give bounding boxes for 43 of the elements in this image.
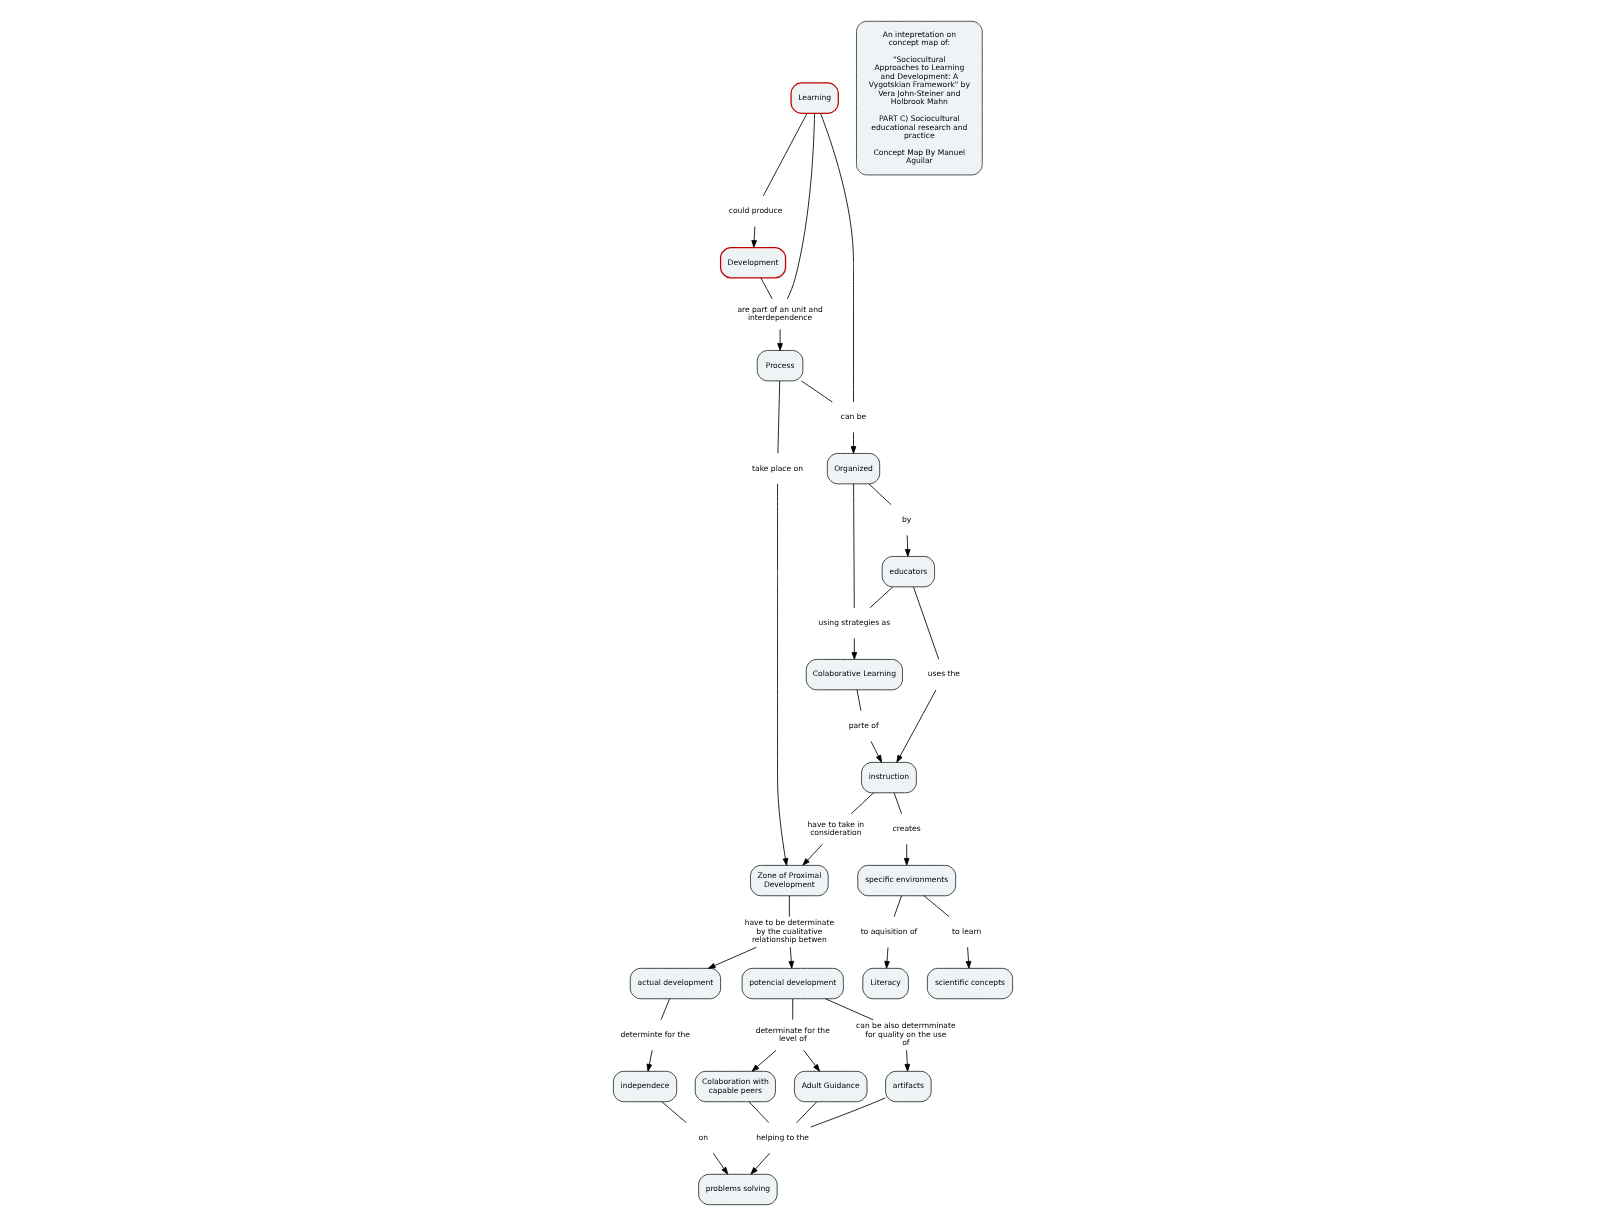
connector [868,586,893,609]
arrow [802,1049,820,1072]
arrow [895,689,936,763]
arrow [749,1152,770,1175]
connector [791,998,793,1021]
connector [787,895,789,918]
arrow [850,637,857,660]
arrow [750,226,756,248]
connector [660,1101,686,1124]
arrow [776,329,782,351]
arrow [902,843,909,866]
arrow [903,1049,910,1072]
arrow [711,1152,728,1175]
connector [849,792,873,815]
arrow [849,432,856,454]
connector [922,895,949,918]
connector [852,483,854,609]
connector [786,112,814,300]
arrow [903,535,910,557]
connector [855,689,861,712]
connector [747,1101,769,1124]
arrow [645,1049,652,1072]
arrow [964,946,971,969]
connector [809,1097,885,1128]
connector [799,380,832,403]
arrow [869,740,881,763]
connector [824,998,873,1021]
arrow [787,946,794,969]
connector [867,483,891,506]
connector [761,113,807,197]
connector [759,277,772,300]
arrow [750,1049,776,1072]
arrow [801,843,822,866]
connector [912,586,939,660]
connector [892,792,901,815]
arrow [706,946,756,969]
arrow [776,483,788,866]
connector [659,998,669,1021]
arrow [883,946,889,969]
connector [795,1101,817,1124]
connector [776,380,780,454]
connector [819,113,853,403]
connector [892,895,901,918]
